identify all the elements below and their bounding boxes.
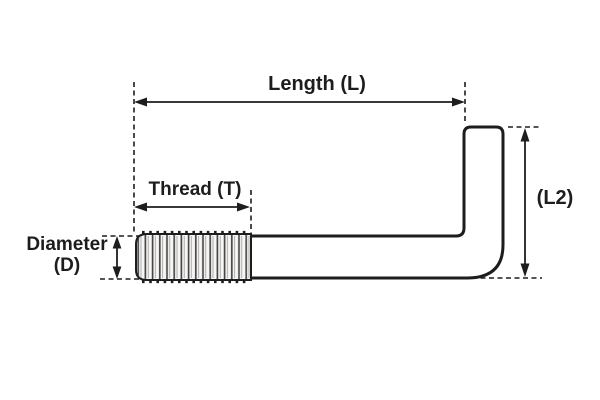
bolt-body-outline <box>245 125 505 280</box>
diameter-dimension-label: Diameter (D) <box>8 234 126 276</box>
extension-lines <box>100 82 542 280</box>
thread-dimension-arrow <box>134 202 250 212</box>
thread-dimension-label: Thread (T) <box>148 179 242 200</box>
bolt-thread-section <box>135 230 252 284</box>
diameter-label-line1: Diameter <box>26 234 108 255</box>
l2-dimension-label: (L2) <box>536 187 574 209</box>
diameter-label-line2: (D) <box>53 255 81 276</box>
length-dimension-label: Length (L) <box>268 73 366 95</box>
diameter-dimension-arrow <box>112 236 122 279</box>
l2-dimension-arrow <box>520 128 530 277</box>
length-dimension-arrow <box>134 97 465 107</box>
